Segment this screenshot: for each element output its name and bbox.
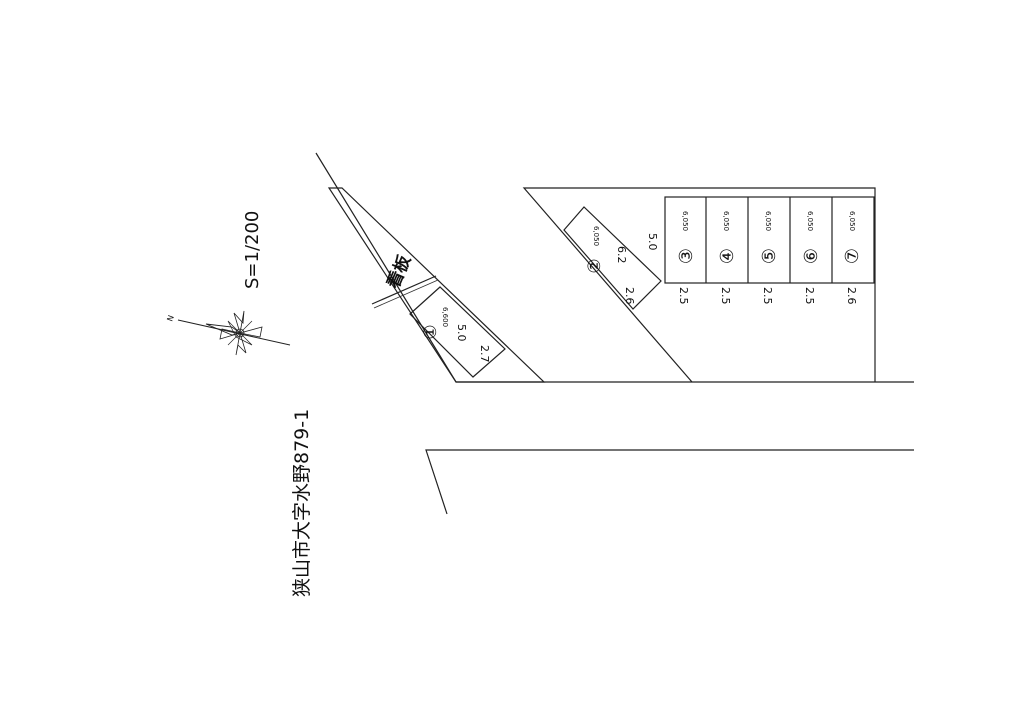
space-6-width: 2.5	[803, 287, 816, 305]
space-1-number: ①	[421, 324, 441, 339]
space-6-length: 6,050	[806, 211, 814, 231]
road-edge-lower	[425, 449, 914, 515]
space-4-number: ④	[717, 248, 738, 264]
lot-outline-east	[522, 187, 876, 383]
lot-outline-west	[327, 187, 546, 383]
aisle-width: 5.0	[646, 233, 659, 251]
parking-space-1	[409, 286, 506, 378]
space-7-length: 6,050	[848, 211, 856, 231]
scale-label: S=1/200	[242, 211, 263, 289]
space-1-length: 6,600	[441, 307, 449, 327]
space-5-width: 2.5	[761, 287, 774, 305]
space-7-width: 2.6	[845, 287, 858, 305]
space-3-number: ③	[676, 248, 697, 264]
sign-divider-inner	[373, 279, 439, 309]
space-2-width-bottom: 2.6	[623, 287, 636, 305]
space-4-width: 2.5	[719, 287, 732, 305]
parking-space-2	[563, 206, 662, 310]
space-1-width-top: 5.0	[455, 324, 468, 342]
sign-divider	[371, 275, 437, 305]
space-4-length: 6,050	[722, 211, 730, 231]
space-1-width-bottom: 2.7	[478, 345, 491, 363]
space-3-length: 6,050	[681, 211, 689, 231]
space-2-number: ②	[585, 258, 605, 273]
space-6-number: ⑥	[801, 248, 822, 264]
address-label: 狭山市大字水野879-1	[291, 409, 313, 597]
compass-rose-icon	[177, 310, 291, 356]
space-2-width-top: 6.2	[615, 246, 628, 264]
space-5-length: 6,050	[764, 211, 772, 231]
space-5-number: ⑤	[759, 248, 780, 264]
north-label: N	[165, 314, 176, 323]
space-2-length: 6,050	[592, 226, 600, 246]
space-7-number: ⑦	[842, 248, 863, 264]
space-3-width: 2.5	[677, 287, 690, 305]
parking-block	[664, 196, 875, 284]
sign-label: 看板	[382, 251, 415, 292]
